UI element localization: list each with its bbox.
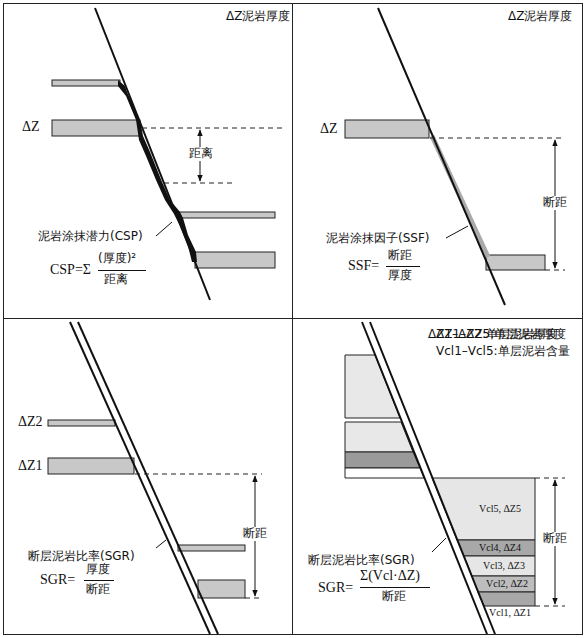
formula-denominator: 断距	[86, 583, 110, 597]
formula-part: SGR=	[318, 580, 353, 596]
method-name: 断层泥岩比率(SGR)	[308, 554, 415, 568]
formula-denominator: 厚度	[388, 269, 412, 283]
throw-label: 断距	[541, 196, 569, 210]
panel-title: Vcl1–Vcl5:单层泥岩含量	[436, 345, 570, 359]
method-name: 断层泥岩比率(SGR)	[28, 550, 135, 564]
formula-numerator: (厚度)²	[98, 252, 136, 266]
formula-part: SSF=	[348, 258, 379, 274]
clay-layer: Vcl4, ΔZ4	[466, 541, 534, 555]
layer-label: Vcl3, ΔZ3	[483, 561, 525, 571]
sgr-panel	[48, 322, 262, 634]
layer-label: Vcl5, ΔZ5	[479, 504, 521, 514]
throw-label: 断距	[541, 532, 569, 546]
clay-layer: Vcl1, ΔZ1	[486, 593, 534, 605]
thickness-label: ΔZ	[22, 119, 40, 135]
formula-denominator: 断距	[382, 590, 406, 604]
throw-label: 断距	[241, 527, 269, 541]
thickness-label: ΔZ	[320, 121, 338, 137]
layer-label: Vcl4, ΔZ4	[479, 543, 521, 553]
panel-title: ΔZ泥岩厚度	[226, 10, 290, 24]
formula-numerator: 厚度	[86, 563, 110, 577]
distance-label: 距离	[187, 147, 215, 161]
csp-panel	[52, 8, 285, 300]
formula-denominator: 距离	[104, 273, 128, 287]
clay-layer: Vcl5, ΔZ5	[466, 479, 534, 539]
formula-numerator: Σ(Vcl·ΔZ)	[360, 568, 420, 584]
panel-frame	[4, 4, 583, 635]
formula-part: SGR=	[40, 572, 75, 588]
panel-title: ΔZ泥岩厚度	[508, 10, 572, 24]
clay-layer: Vcl2, ΔZ2	[480, 577, 534, 591]
method-name: 泥岩涂抹潜力(CSP)	[38, 230, 143, 244]
layer-label: Vcl1, ΔZ1	[489, 608, 531, 618]
formula-numerator: 断距	[388, 249, 412, 263]
clay-layer: Vcl3, ΔZ3	[474, 557, 534, 575]
layer-label: Vcl2, ΔZ2	[486, 579, 528, 589]
panel-title: ΔZ1–ΔZ5:单层泥岩厚度	[436, 328, 566, 342]
sgr-multi-panel	[345, 322, 565, 634]
formula-part: CSP=Σ	[50, 262, 91, 278]
ssf-panel	[345, 8, 565, 305]
thickness-label: ΔZ2	[18, 414, 43, 430]
thickness-label: ΔZ1	[18, 458, 43, 474]
method-name: 泥岩涂抹因子(SSF)	[326, 232, 430, 246]
